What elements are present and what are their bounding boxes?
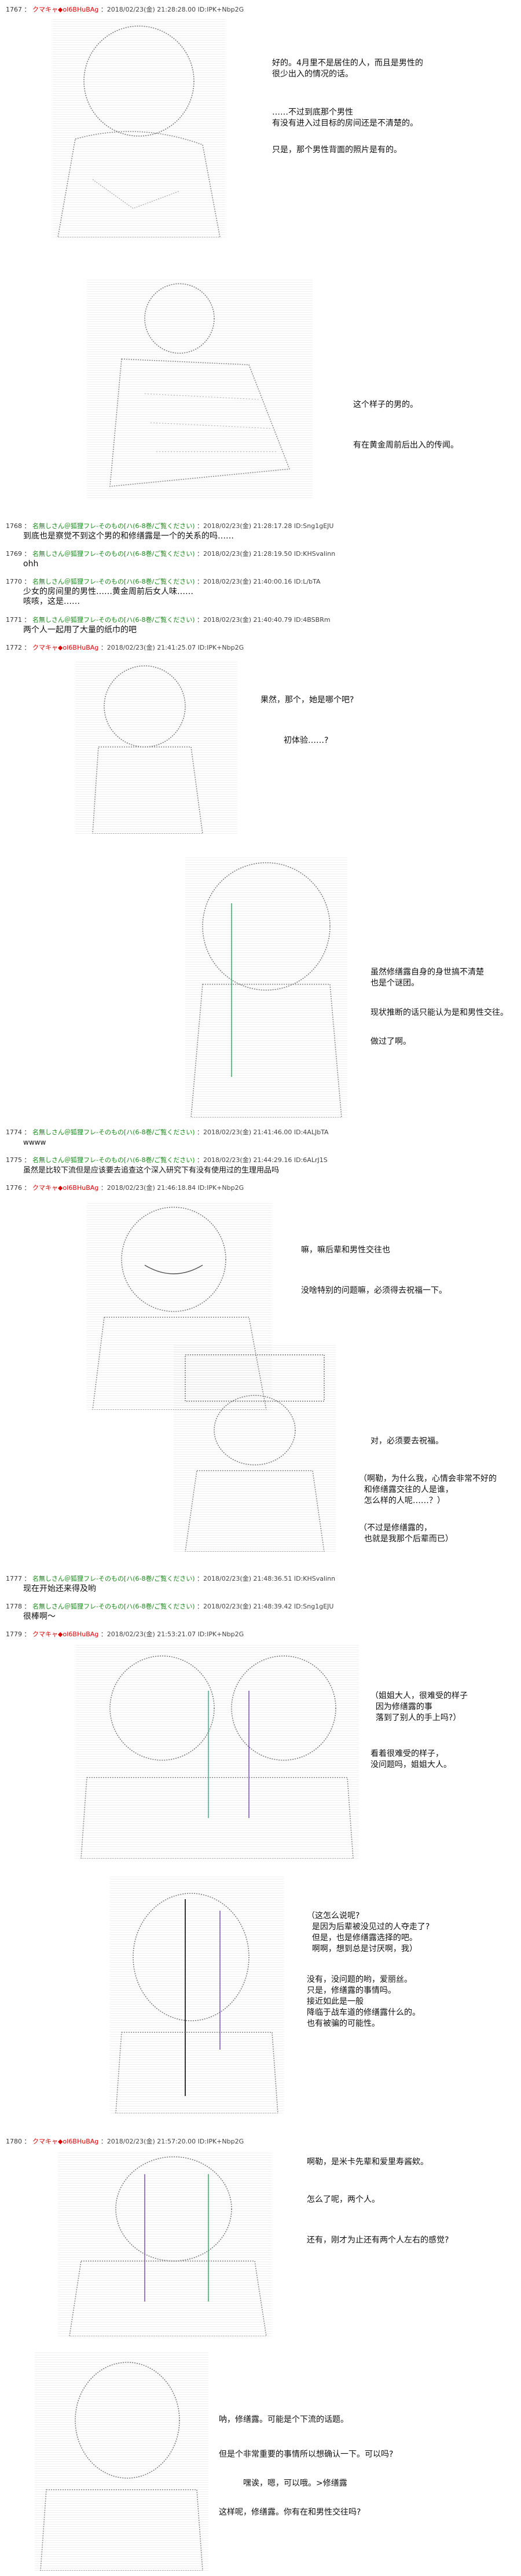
post-number: 1779 bbox=[6, 1630, 22, 1638]
dialog-line: 怎么了呢，两个人。 bbox=[307, 2195, 380, 2204]
dialog-line: 现状推断的话只能认为是和男性交往。 bbox=[370, 1008, 508, 1017]
dialog-line: （啊勒，为什么我，心情会非常不好的 和修缮露交往的人是谁， 怎么样的人呢……？） bbox=[359, 1474, 497, 1505]
post-meta: ：2018/02/23(金) 21:53:21.07 ID:IPK+Nbp2G bbox=[100, 1630, 244, 1638]
post-meta: ：2018/02/23(金) 21:44:29.16 ID:6ALrJ1S bbox=[197, 1156, 328, 1164]
post-body: 少女的房间里的男性……黄金周前后女人味…… 咳咳，这是…… bbox=[23, 587, 193, 606]
dialog-line: 做过了啊。 bbox=[370, 1037, 411, 1046]
post-body: 两个人一起用了大量的纸巾的吧 bbox=[23, 625, 137, 635]
dialog-line: 只是，那个男性背面的照片是有的。 bbox=[272, 145, 402, 155]
dialog-line: 还有，刚才为止还有两个人左右的感觉? bbox=[307, 2236, 449, 2245]
dialog-line: 初体验……? bbox=[284, 736, 329, 745]
post-number: 1775 bbox=[6, 1156, 22, 1164]
poster-name[interactable]: 名無しさん＠狐狸フレ-そのもの[ハ(6-8巻/ご覧ください) bbox=[32, 522, 195, 530]
poster-name[interactable]: 名無しさん＠狐狸フレ-そのもの[ハ(6-8巻/ご覧ください) bbox=[32, 1575, 195, 1582]
post-meta: ：2018/02/23(金) 21:48:39.42 ID:Sng1gEJU bbox=[197, 1603, 334, 1610]
post-number: 1778 bbox=[6, 1603, 22, 1610]
post-header: 1777 ： 名無しさん＠狐狸フレ-そのもの[ハ(6-8巻/ご覧ください) ：2… bbox=[6, 1575, 336, 1582]
post-meta: ：2018/02/23(金) 21:46:18.84 ID:IPK+Nbp2G bbox=[100, 1184, 244, 1192]
post-meta: ：2018/02/23(金) 21:41:46.00 ID:4ALJbTA bbox=[197, 1128, 329, 1136]
dialog-line: （这怎么说呢? 是因为后辈被没见过的人夺走了? 但是，也是修缮露选择的吧。 啊啊… bbox=[307, 1911, 430, 1954]
dialog-line: 有在黄金周前后出入的传闻。 bbox=[353, 441, 458, 450]
post-meta: ：2018/02/23(金) 21:28:17.28 ID:Sng1gEJU bbox=[197, 522, 334, 530]
poster-name[interactable]: 名無しさん＠狐狸フレ-そのもの[ハ(6-8巻/ご覧ください) bbox=[32, 578, 195, 585]
post-body: 现在开始还来得及哟 bbox=[23, 1584, 96, 1593]
post-body: 很棒啊～ bbox=[23, 1612, 56, 1621]
poster-name[interactable]: 名無しさん＠狐狸フレ-そのもの[ハ(6-8巻/ご覧ください) bbox=[32, 1603, 195, 1610]
post-header: 1767 ： クマキャ◆oI6BHuBAg ：2018/02/23(金) 21:… bbox=[6, 6, 244, 13]
dialog-line: （不过是修缮露的， 也就是我那个后辈而已） bbox=[359, 1523, 453, 1544]
dialog-line: 没有，没问题的哟，爱丽丝。 只是，修缮露的事情吗。 接近如此是一般 降临于战车道… bbox=[307, 1975, 420, 2028]
post-number: 1771 bbox=[6, 616, 22, 624]
post-header: 1778 ： 名無しさん＠狐狸フレ-そのもの[ハ(6-8巻/ご覧ください) ：2… bbox=[6, 1603, 334, 1610]
post-number: 1780 bbox=[6, 2138, 22, 2145]
post-header: 1768 ： 名無しさん＠狐狸フレ-そのもの[ハ(6-8巻/ご覧ください) ：2… bbox=[6, 522, 334, 530]
post-meta: ：2018/02/23(金) 21:40:40.79 ID:4BSBRm bbox=[197, 616, 331, 624]
post-body: 到底也是察觉不到这个男的和修缮露是一个的关系的吗…… bbox=[23, 532, 234, 541]
dialog-line: 啊勒，是米卡先辈和爱里寿酱欸。 bbox=[307, 2157, 428, 2167]
ascii-art-figure bbox=[58, 2151, 272, 2336]
ascii-art-photo bbox=[87, 278, 313, 498]
post-meta: ：2018/02/23(金) 21:41:25.07 ID:IPK+Nbp2G bbox=[100, 644, 244, 651]
dialog-line: 嘿诶，嗯，可以哦。>修缮露 bbox=[243, 2479, 347, 2488]
post-number: 1770 bbox=[6, 578, 22, 585]
ascii-art-figure bbox=[35, 2351, 208, 2571]
post-header: 1774 ： 名無しさん＠狐狸フレ-そのもの[ハ(6-8巻/ご覧ください) ：2… bbox=[6, 1128, 329, 1136]
ascii-art-figure bbox=[52, 17, 226, 237]
post-number: 1776 bbox=[6, 1184, 22, 1192]
post-meta: ：2018/02/23(金) 21:48:36.51 ID:KHSvalinn bbox=[197, 1575, 336, 1582]
post-header: 1779 ： クマキャ◆oI6BHuBAg ：2018/02/23(金) 21:… bbox=[6, 1630, 244, 1638]
post-header: 1772 ： クマキャ◆oI6BHuBAg ：2018/02/23(金) 21:… bbox=[6, 644, 244, 651]
dialog-line: 好的。4月里不是居住的人，而且是男性的 很少出入的情况的话。 bbox=[272, 58, 423, 79]
dialog-line: 虽然修缮露自身的身世搞不清楚 也是个谜团。 bbox=[370, 968, 484, 988]
post-body: ohh bbox=[23, 559, 39, 569]
post-header: 1780 ： クマキャ◆oI6BHuBAg ：2018/02/23(金) 21:… bbox=[6, 2138, 244, 2145]
post-number: 1767 bbox=[6, 6, 22, 13]
ascii-art-figure bbox=[185, 857, 347, 1117]
dialog-line: 果然，那个，她是哪个吧? bbox=[260, 695, 354, 705]
dialog-line: ……不过到底那个男性 有没有进入过目标的房间还是不清楚的。 bbox=[272, 108, 418, 128]
ascii-art-figure bbox=[75, 660, 237, 834]
poster-name[interactable]: クマキャ◆oI6BHuBAg bbox=[32, 644, 99, 651]
poster-name[interactable]: クマキャ◆oI6BHuBAg bbox=[32, 2138, 99, 2145]
poster-name[interactable]: クマキャ◆oI6BHuBAg bbox=[32, 1630, 99, 1638]
poster-name[interactable]: 名無しさん＠狐狸フレ-そのもの[ハ(6-8巻/ご覧ください) bbox=[32, 616, 195, 624]
dialog-line: 对，必须要去祝福。 bbox=[370, 1437, 443, 1446]
dialog-line: 但是个非常重要的事情所以想确认一下。可以吗? bbox=[219, 2450, 394, 2459]
ascii-art-figure bbox=[174, 1343, 336, 1552]
dialog-line: 嘛，嘛后辈和男性交往也 bbox=[301, 1245, 390, 1255]
post-meta: ：2018/02/23(金) 21:28:28.00 ID:IPK+Nbp2G bbox=[100, 6, 244, 13]
poster-name[interactable]: 名無しさん＠狐狸フレ-そのもの[ハ(6-8巻/ご覧ください) bbox=[32, 1156, 195, 1164]
dialog-line: 没啥特别的问题嘛，必须得去祝福一下。 bbox=[301, 1286, 447, 1295]
post-body: 虽然是比较下流但是应该要去追查这个深入研究下有没有使用过的生理用品吗 bbox=[23, 1166, 280, 1175]
post-header: 1769 ： 名無しさん＠狐狸フレ-そのもの[ハ(6-8巻/ご覧ください) ：2… bbox=[6, 550, 336, 558]
dialog-line: 看着很难受的样子， 没问题吗，姐姐大人。 bbox=[370, 1749, 452, 1769]
dialog-line: （姐姐大人，很难受的样子 因为修缮露的事 落到了别人的手上吗?） bbox=[370, 1691, 468, 1723]
post-header: 1770 ： 名無しさん＠狐狸フレ-そのもの[ハ(6-8巻/ご覧ください) ：2… bbox=[6, 578, 321, 585]
post-meta: ：2018/02/23(金) 21:57:20.00 ID:IPK+Nbp2G bbox=[100, 2138, 244, 2145]
post-number: 1769 bbox=[6, 550, 22, 558]
ascii-art-figure bbox=[87, 1201, 272, 1410]
post-number: 1774 bbox=[6, 1128, 22, 1136]
post-header: 1771 ： 名無しさん＠狐狸フレ-そのもの[ハ(6-8巻/ご覧ください) ：2… bbox=[6, 616, 331, 624]
post-body: wwww bbox=[23, 1138, 46, 1146]
ascii-art-figure bbox=[110, 1876, 284, 2113]
dialog-line: 这样呢，修缮露。你有在和男性交往吗? bbox=[219, 2508, 361, 2517]
post-header: 1775 ： 名無しさん＠狐狸フレ-そのもの[ハ(6-8巻/ご覧ください) ：2… bbox=[6, 1156, 328, 1164]
post-header: 1776 ： クマキャ◆oI6BHuBAg ：2018/02/23(金) 21:… bbox=[6, 1184, 244, 1192]
poster-name[interactable]: 名無しさん＠狐狸フレ-そのもの[ハ(6-8巻/ご覧ください) bbox=[32, 1128, 195, 1136]
poster-name[interactable]: クマキャ◆oI6BHuBAg bbox=[32, 6, 99, 13]
post-meta: ：2018/02/23(金) 21:28:19.50 ID:KHSvalinn bbox=[197, 550, 336, 558]
post-number: 1768 bbox=[6, 522, 22, 530]
poster-name[interactable]: 名無しさん＠狐狸フレ-そのもの[ハ(6-8巻/ご覧ください) bbox=[32, 550, 195, 558]
poster-name[interactable]: クマキャ◆oI6BHuBAg bbox=[32, 1184, 99, 1192]
post-number: 1777 bbox=[6, 1575, 22, 1582]
dialog-line: 呐，修缮露。可能是个下流的话题。 bbox=[219, 2415, 348, 2424]
post-number: 1772 bbox=[6, 644, 22, 651]
ascii-art-two-figures bbox=[75, 1644, 359, 1859]
post-meta: ：2018/02/23(金) 21:40:00.16 ID:L/bTA bbox=[197, 578, 321, 585]
dialog-line: 这个样子的男的。 bbox=[353, 400, 418, 409]
